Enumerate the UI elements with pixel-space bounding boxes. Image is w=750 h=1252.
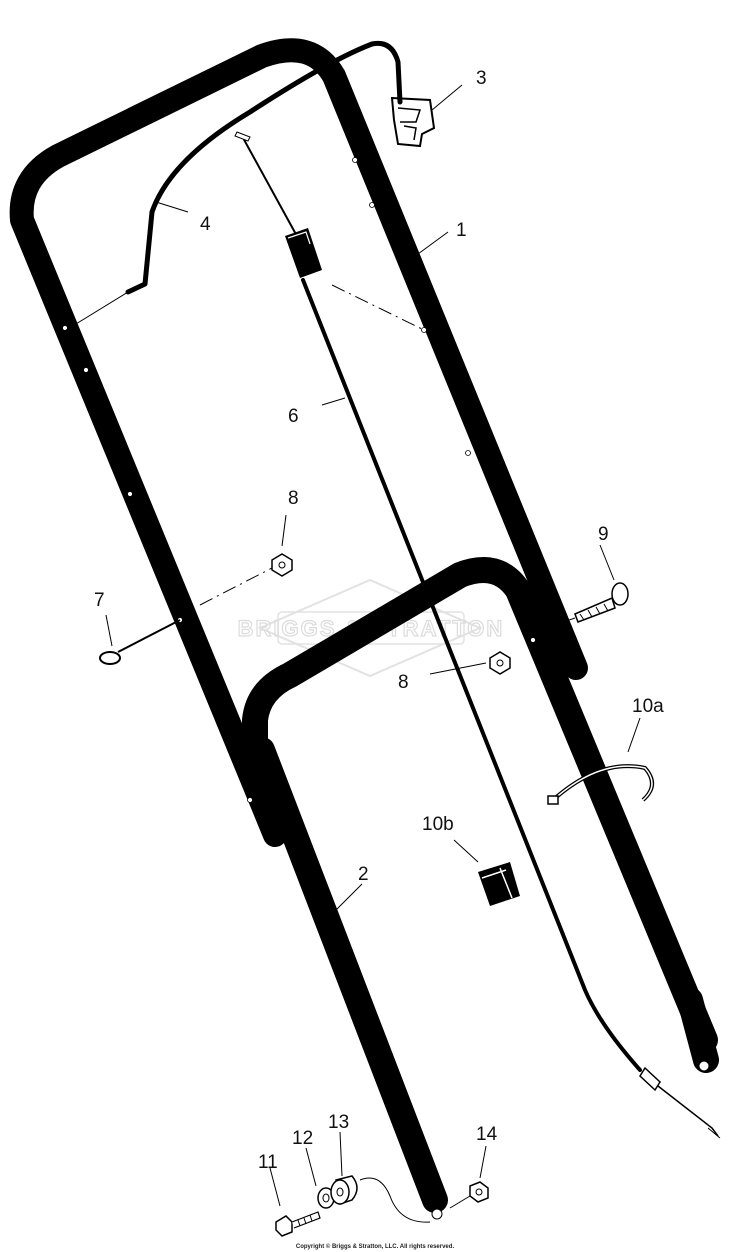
hex-nut-part-8-upper — [271, 553, 293, 577]
callout-14: 14 — [476, 1124, 498, 1145]
callout-7: 7 — [94, 590, 105, 611]
nut-part-14 — [449, 1181, 489, 1209]
callout-4: 4 — [200, 214, 211, 235]
callout-3: 3 — [476, 68, 487, 89]
callout-10a: 10a — [632, 696, 664, 717]
leader-lines — [105, 84, 641, 1207]
callout-6: 6 — [288, 406, 299, 427]
lower-handle-part-2 — [242, 557, 719, 1220]
callout-13: 13 — [328, 1112, 349, 1133]
copyright-text: Copyright © Briggs & Stratton, LLC. All … — [296, 1243, 455, 1250]
spacer-part-13 — [330, 1175, 431, 1223]
hex-nut-part-8-lower — [489, 651, 511, 675]
callout-11: 11 — [258, 1152, 278, 1173]
eye-bolt-part-7 — [99, 619, 181, 665]
control-cable-part-6 — [234, 131, 721, 1139]
cable-tie-part-10a — [547, 764, 654, 805]
cable-clip-part-10b — [478, 862, 520, 906]
bail-wire-part-4 — [57, 40, 403, 336]
callout-8-lower: 8 — [398, 672, 409, 693]
callout-2: 2 — [358, 864, 369, 885]
callout-9: 9 — [598, 524, 609, 545]
callout-10b: 10b — [422, 814, 454, 835]
callout-labels: 3 4 1 6 8 7 9 8 10a 10b 2 11 12 13 14 — [94, 68, 664, 1173]
callout-8-upper: 8 — [288, 488, 299, 509]
bolt-part-11 — [275, 1211, 321, 1237]
callout-1: 1 — [456, 220, 467, 241]
alignment-line — [331, 284, 425, 331]
carriage-bolt-part-9 — [539, 582, 629, 631]
upper-handle-part-1 — [9, 38, 588, 847]
alignment-line — [199, 567, 273, 606]
callout-12: 12 — [292, 1128, 313, 1149]
handle-holes — [62, 157, 536, 803]
control-bail-clip-part-3 — [390, 96, 436, 148]
